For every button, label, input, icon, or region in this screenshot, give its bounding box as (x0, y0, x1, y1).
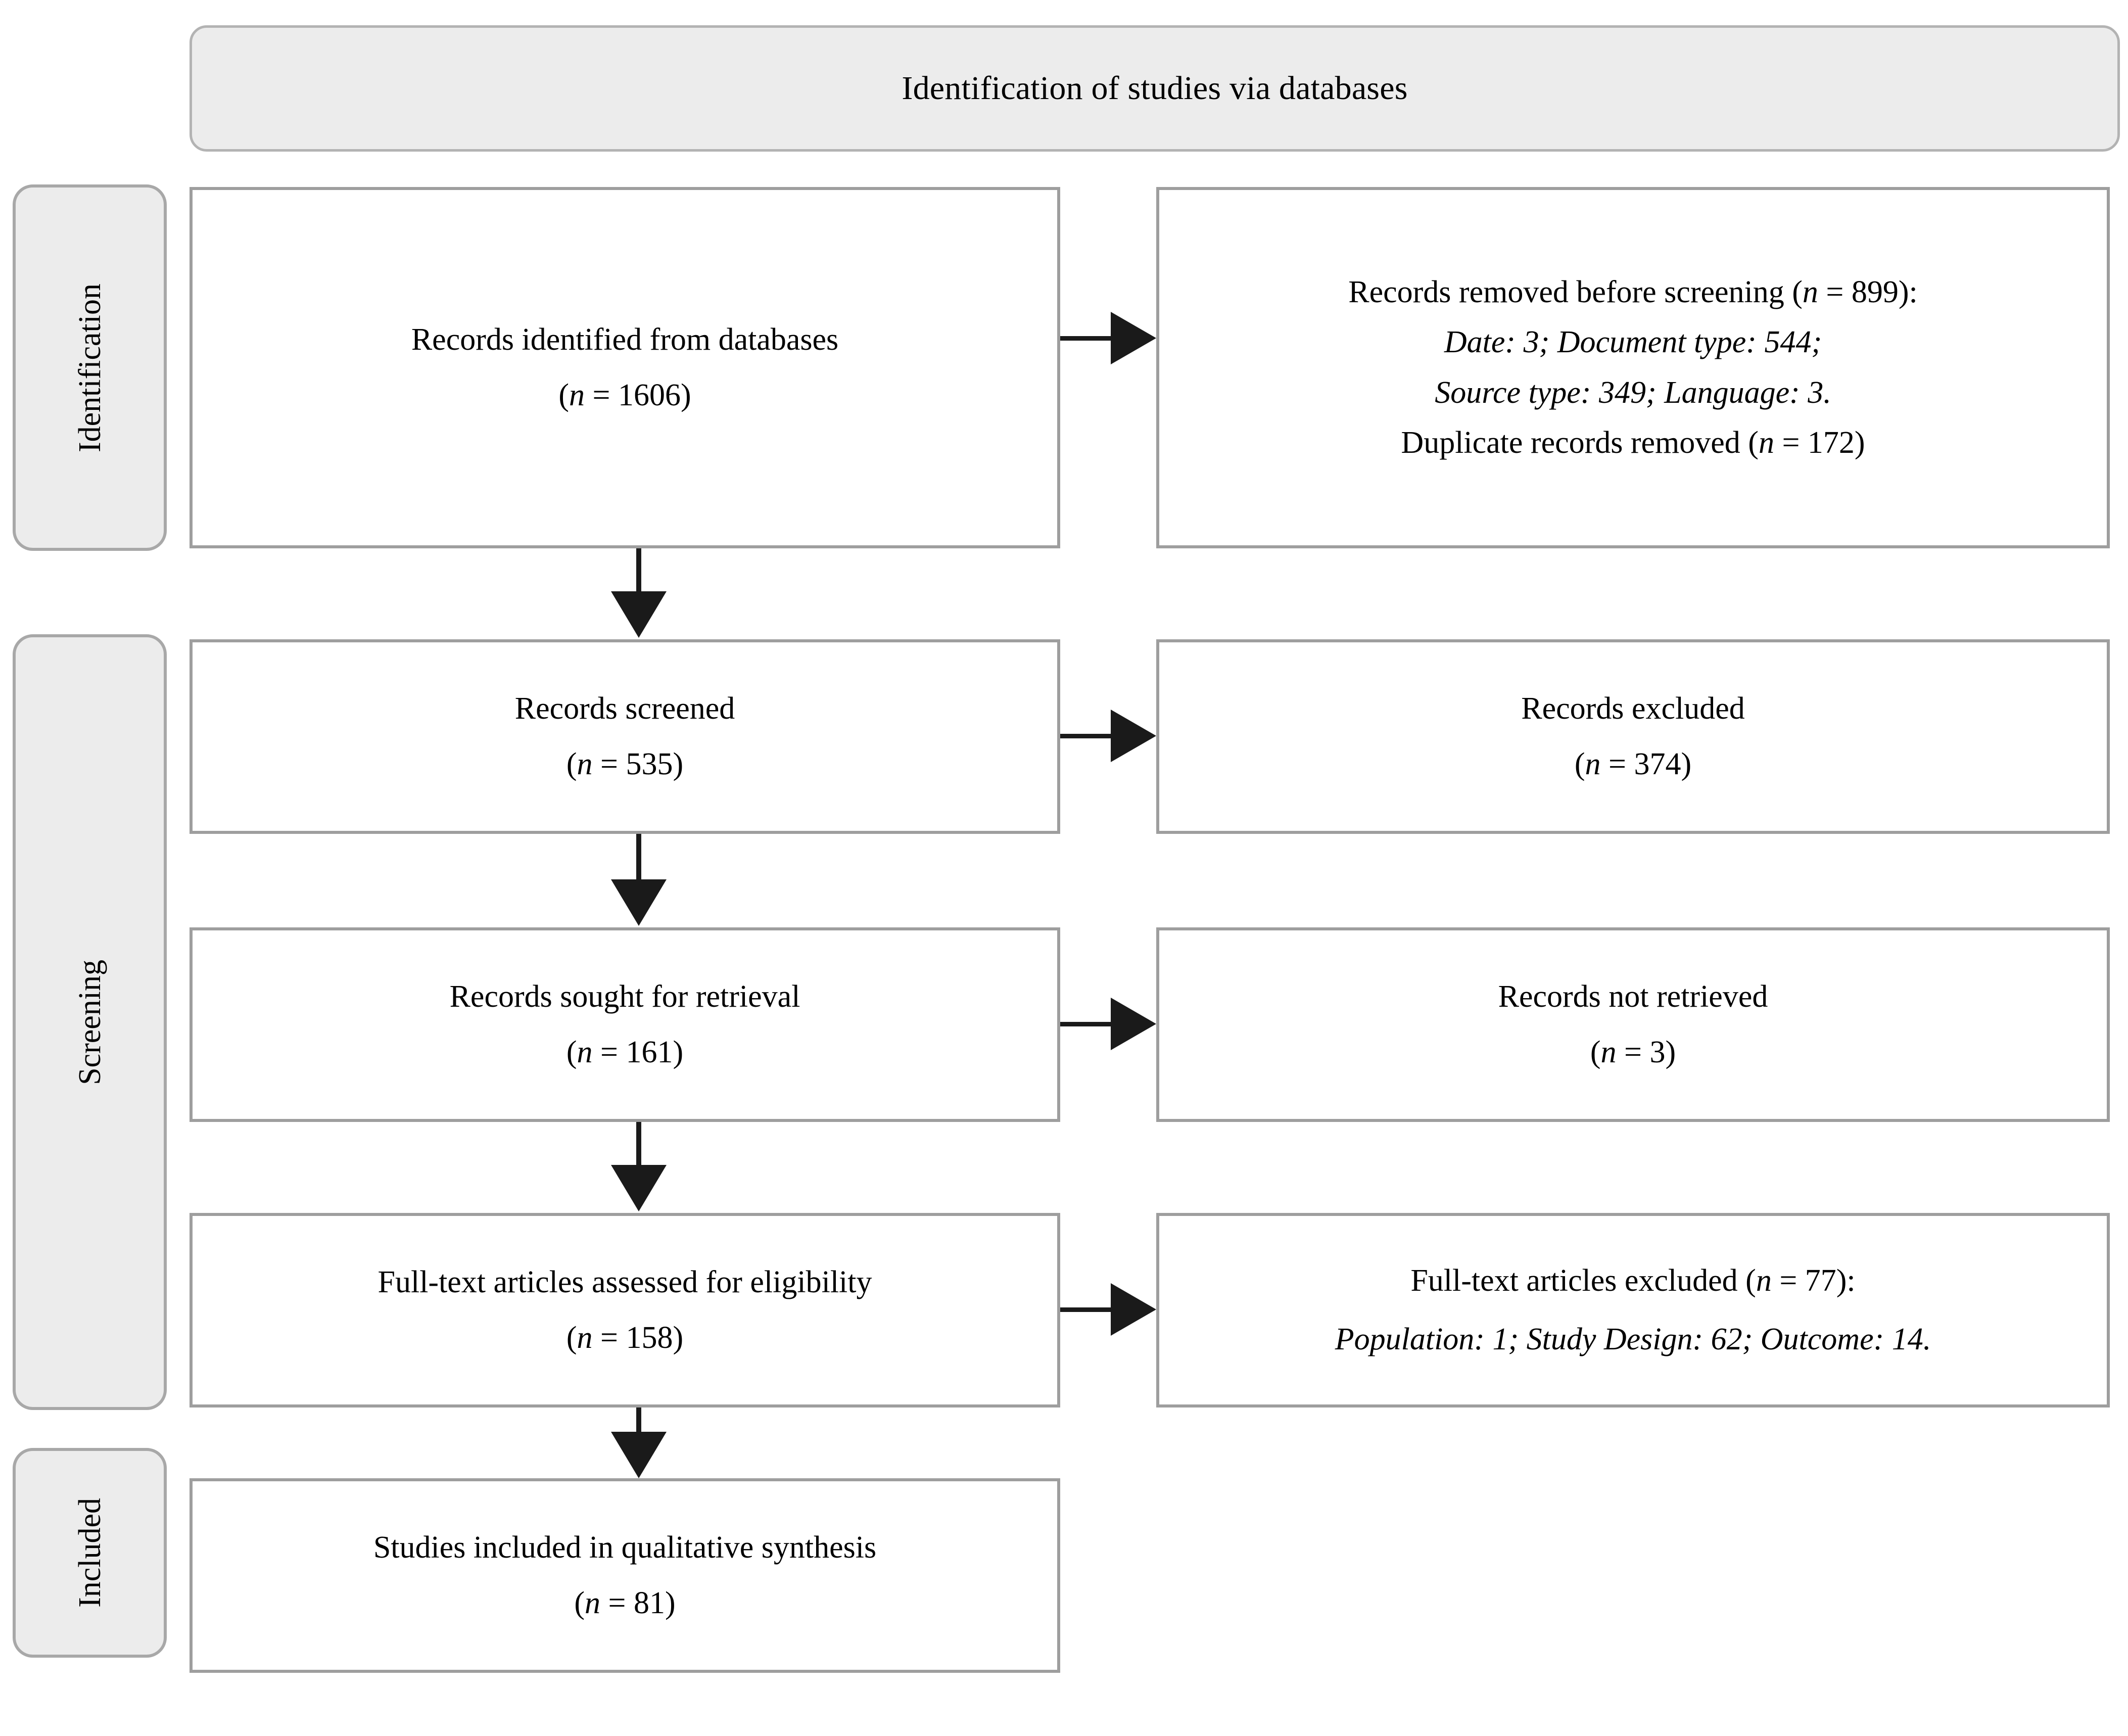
arrow-screened-to-sought (636, 834, 641, 883)
box-records-identified-line1: Records identified from databases (411, 322, 839, 357)
box-records-removed-line2: Date: 3; Document type: 544; (1444, 325, 1822, 360)
box-fulltext-assessed-count: (n = 158) (566, 1320, 684, 1355)
stage-label-identification: Identification (13, 184, 167, 551)
box-records-excluded: Records excluded (n = 374) (1156, 639, 2110, 834)
arrow-fulltext-to-included-head (611, 1432, 667, 1478)
arrow-fulltext-to-fulltext-excluded (1060, 1307, 1113, 1312)
arrow-screened-to-excluded (1060, 734, 1113, 738)
box-records-screened-count: (n = 535) (566, 746, 684, 781)
box-records-not-retrieved-count: (n = 3) (1590, 1035, 1676, 1069)
box-studies-included-count: (n = 81) (574, 1585, 676, 1620)
box-fulltext-excluded-line2: Population: 1; Study Design: 62; Outcome… (1335, 1322, 1931, 1356)
box-fulltext-excluded-line1: Full-text articles excluded (n = 77): (1410, 1263, 1856, 1298)
arrow-sought-to-not-retrieved (1060, 1022, 1113, 1026)
box-records-identified: Records identified from databases (n = 1… (190, 187, 1060, 548)
box-records-sought-line1: Records sought for retrieval (449, 979, 800, 1014)
arrow-fulltext-to-included (636, 1407, 641, 1435)
arrow-identified-to-removed (1060, 336, 1113, 341)
box-records-removed: Records removed before screening (n = 89… (1156, 187, 2110, 548)
stage-label-screening: Screening (13, 634, 167, 1410)
arrow-identified-to-screened (636, 548, 641, 598)
arrow-fulltext-to-fulltext-excluded-head (1111, 1283, 1156, 1336)
box-records-not-retrieved-line1: Records not retrieved (1498, 979, 1768, 1014)
box-records-removed-line3: Source type: 349; Language: 3. (1435, 375, 1831, 410)
box-studies-included-line1: Studies included in qualitative synthesi… (373, 1530, 877, 1565)
box-records-screened: Records screened (n = 535) (190, 639, 1060, 834)
box-records-excluded-line1: Records excluded (1521, 691, 1745, 726)
box-records-not-retrieved: Records not retrieved (n = 3) (1156, 927, 2110, 1122)
identification-banner: Identification of studies via databases (190, 25, 2120, 152)
banner-title: Identification of studies via databases (902, 69, 1408, 107)
box-records-sought-count: (n = 161) (566, 1035, 684, 1069)
box-fulltext-excluded: Full-text articles excluded (n = 77): Po… (1156, 1213, 2110, 1407)
stage-label-included: Included (13, 1448, 167, 1658)
box-records-excluded-count: (n = 374) (1574, 746, 1692, 781)
box-records-removed-line1: Records removed before screening (n = 89… (1348, 274, 1918, 309)
arrow-identified-to-removed-head (1111, 312, 1156, 364)
box-records-identified-count: (n = 1606) (558, 378, 691, 412)
arrow-sought-to-not-retrieved-head (1111, 998, 1156, 1050)
arrow-identified-to-screened-head (611, 591, 667, 638)
box-records-removed-line4: Duplicate records removed (n = 172) (1401, 425, 1865, 460)
box-records-sought: Records sought for retrieval (n = 161) (190, 927, 1060, 1122)
box-fulltext-assessed-line1: Full-text articles assessed for eligibil… (377, 1265, 872, 1300)
arrow-sought-to-fulltext-head (611, 1165, 667, 1211)
stage-label-screening-text: Screening (72, 959, 107, 1085)
stage-label-included-text: Included (72, 1498, 107, 1608)
stage-label-identification-text: Identification (72, 283, 107, 452)
box-records-screened-line1: Records screened (514, 691, 735, 726)
box-fulltext-assessed: Full-text articles assessed for eligibil… (190, 1213, 1060, 1407)
arrow-screened-to-sought-head (611, 879, 667, 926)
arrow-sought-to-fulltext (636, 1122, 641, 1170)
arrow-screened-to-excluded-head (1111, 710, 1156, 762)
box-studies-included: Studies included in qualitative synthesi… (190, 1478, 1060, 1673)
